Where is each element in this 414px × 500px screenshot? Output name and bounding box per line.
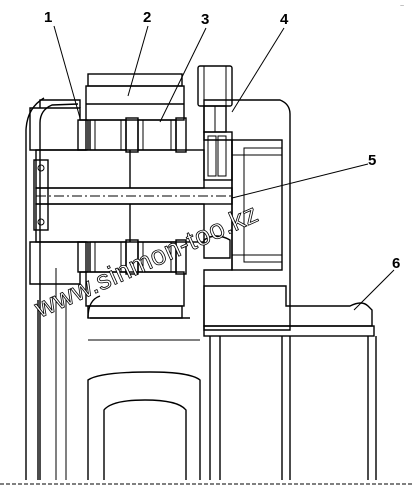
right-housing <box>203 99 291 331</box>
grease-nipple <box>197 65 233 133</box>
callout-1: 1 <box>44 9 52 26</box>
callout-4: 4 <box>280 11 289 28</box>
roller-set-upper <box>89 117 187 153</box>
callout-3: 3 <box>201 11 209 28</box>
callout-5: 5 <box>368 152 376 169</box>
callout-6: 6 <box>392 255 400 272</box>
corner-mark: ~ <box>400 3 404 10</box>
callout-2: 2 <box>143 9 151 26</box>
leader-lines <box>53 25 395 311</box>
left-housing-upper <box>29 99 89 151</box>
watermark-text: www.sinmon-too.kz <box>29 198 262 324</box>
outer-ring-lower <box>85 271 185 319</box>
outer-ring-upper <box>85 73 185 121</box>
